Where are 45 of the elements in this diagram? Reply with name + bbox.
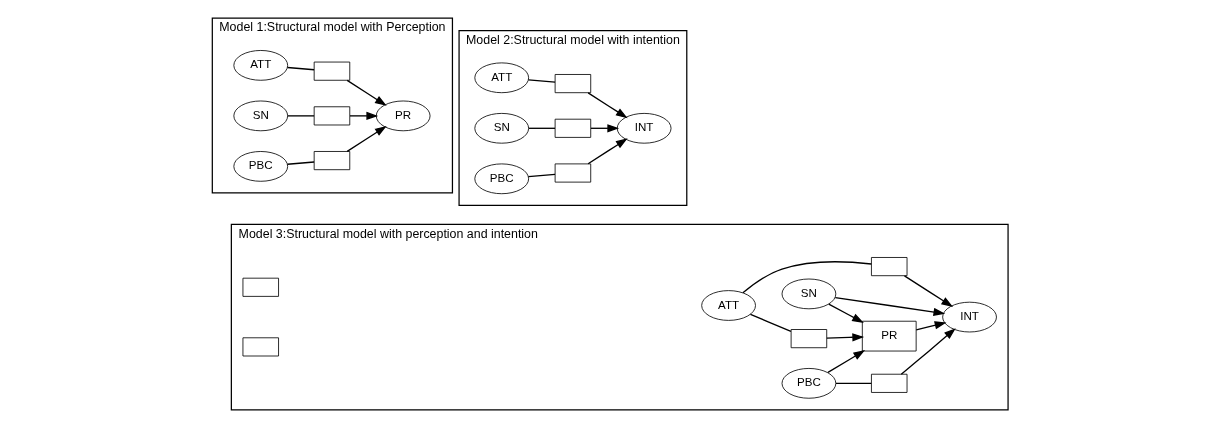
node-box [242,337,279,357]
connector [286,161,315,165]
node-box: PR [861,320,917,352]
node-ellipse: ATT [473,62,529,94]
node-ellipse: SN [473,112,529,144]
connector [527,173,556,178]
node-ellipse: PR [375,100,430,132]
arrow [587,92,628,119]
arrow [827,303,864,323]
node-box [313,106,350,126]
connector [286,66,315,71]
arrow [834,296,945,317]
node-ellipse: INT [941,301,997,333]
arrow [903,275,953,308]
node-box [554,118,591,138]
connector [741,261,872,294]
node-ellipse: ATT [232,50,288,81]
node-box [870,257,907,277]
node-ellipse: PBC [781,368,836,399]
arrow [915,321,946,331]
arrow [346,79,387,106]
node-box [313,151,350,171]
node-ellipse: INT [616,112,671,144]
arrow [346,125,387,152]
connector [286,115,315,117]
arrow [825,333,864,342]
node-box [554,74,591,94]
node-ellipse: SN [781,278,836,310]
arrow [826,350,865,374]
node-ellipse: ATT [700,290,756,321]
connector [527,127,556,129]
arrow [900,328,956,375]
node-box [870,373,907,393]
node-ellipse: PBC [473,163,529,195]
node-box [313,61,350,81]
arrow [587,138,628,165]
node-box [554,163,591,183]
connector [527,79,556,83]
node-box [790,329,827,349]
node-ellipse: SN [232,100,288,132]
arrow [348,111,378,120]
connector [749,313,792,333]
connector [834,382,872,384]
node-ellipse: PBC [232,151,288,182]
node-box [242,277,279,297]
